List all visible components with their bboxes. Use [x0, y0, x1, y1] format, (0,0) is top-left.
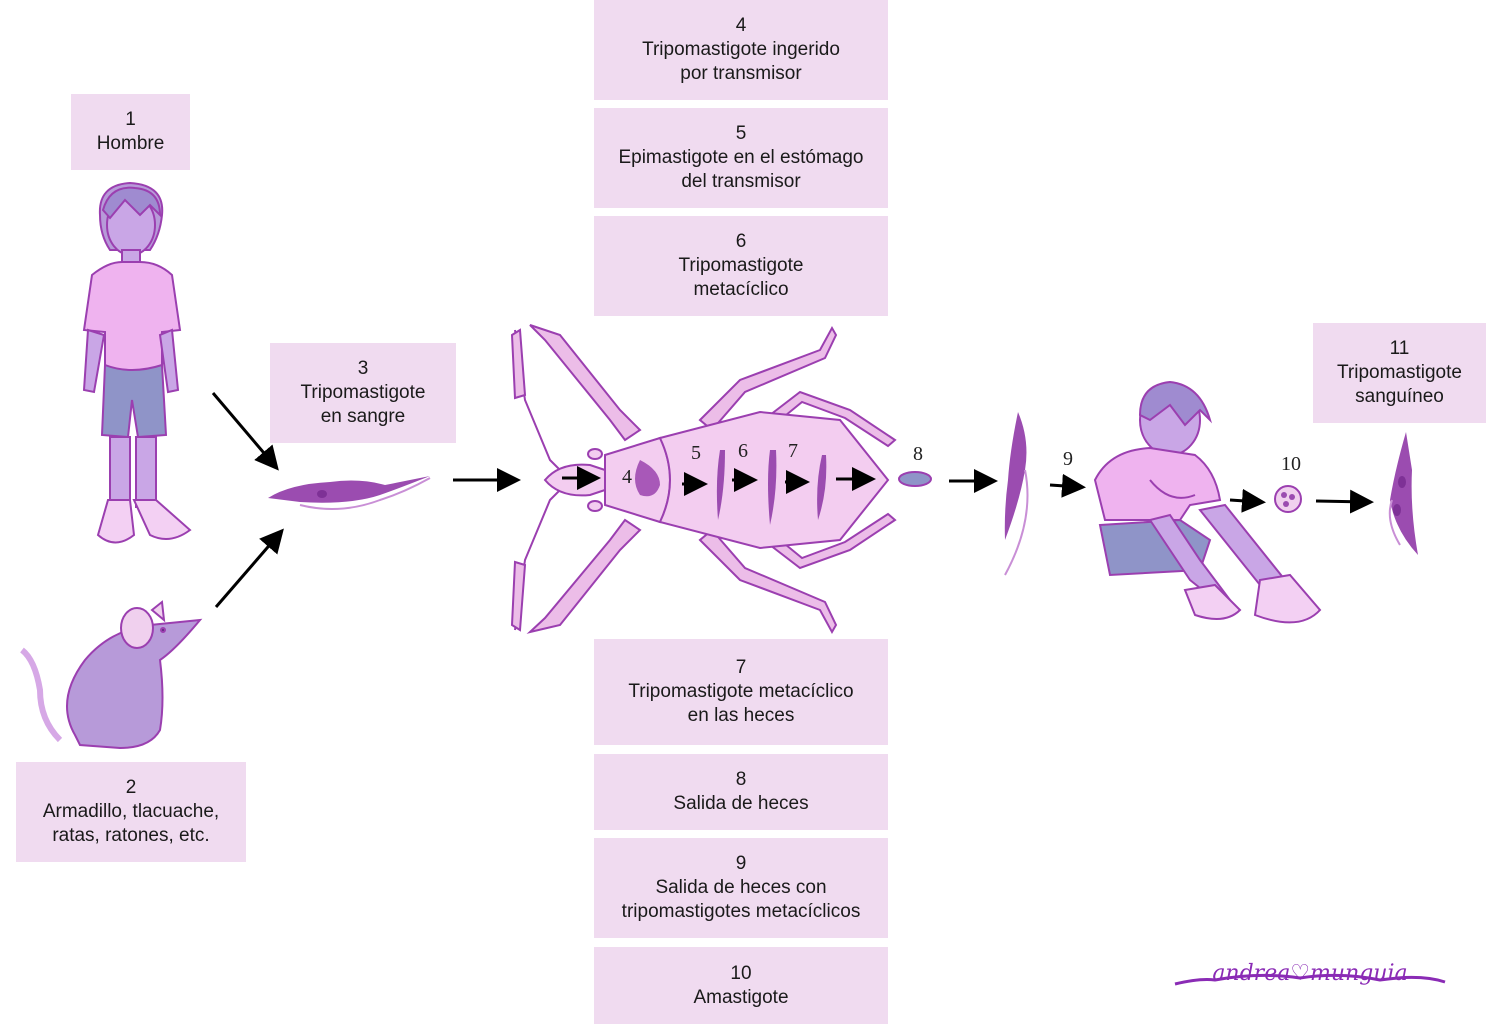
label-2-reservorios: 2 Armadillo, tlacuache, ratas, ratones, … — [16, 762, 246, 862]
label-text: Tripomastigote — [678, 255, 804, 276]
mouse-illustration — [20, 600, 203, 750]
label-number: 6 — [735, 231, 747, 252]
label-text: Amastigote — [693, 986, 789, 1008]
label-text: tripomastigotes metacíclicos — [621, 901, 861, 922]
label-text: Tripomastigote metacíclico — [628, 681, 854, 702]
stage-marker-6: 6 — [738, 440, 748, 462]
label-number: 5 — [735, 123, 747, 144]
arrow-9-to-boy — [1049, 473, 1086, 498]
label-text: en sangre — [320, 406, 406, 427]
arrow-2-to-3 — [214, 528, 284, 608]
trypomastigote-11-illustration — [1388, 432, 1418, 555]
label-text: ratas, ratones, etc. — [52, 825, 210, 846]
label-text: del transmisor — [681, 171, 801, 192]
amastigote-illustration — [1274, 485, 1302, 513]
label-7-metaciclico-heces: 7 Tripomastigote metacíclico en las hece… — [594, 639, 888, 745]
stage-marker-9: 9 — [1063, 448, 1073, 470]
label-5-epimastigote: 5 Epimastigote en el estómago del transm… — [594, 108, 888, 208]
arrow-10-to-11 — [1315, 489, 1374, 514]
label-number: 9 — [735, 853, 747, 874]
label-number: 11 — [1389, 338, 1410, 359]
label-text: Tripomastigote — [300, 382, 426, 403]
arrow-1-to-3 — [211, 392, 279, 471]
stage-marker-8: 8 — [913, 443, 923, 465]
trypomastigote-3-illustration — [268, 476, 431, 510]
arrow-boy-to-10 — [1229, 488, 1266, 513]
label-text: Tripomastigote — [1337, 362, 1462, 383]
feces-illustration — [898, 471, 932, 487]
label-text: por transmisor — [680, 63, 802, 84]
label-6-tripomastigote-metaciclico: 6 Tripomastigote metacíclico — [594, 216, 888, 316]
label-text: metacíclico — [693, 279, 789, 300]
stage-marker-10: 10 — [1281, 453, 1301, 475]
signature-text: andrea♡munguia — [1212, 961, 1407, 986]
stage-marker-7: 7 — [788, 440, 798, 462]
standing-man-illustration — [82, 181, 192, 544]
triatomine-bug-illustration — [510, 324, 897, 635]
label-11-tripomastigote-sanguineo: 11 Tripomastigote sanguíneo — [1313, 323, 1486, 423]
label-text: Epimastigote en el estómago — [618, 147, 864, 168]
stage-marker-4: 4 — [622, 466, 632, 488]
label-number: 10 — [730, 962, 752, 984]
label-text: Armadillo, tlacuache, — [42, 801, 220, 822]
label-number: 4 — [735, 15, 747, 36]
label-text: Salida de heces con — [655, 877, 827, 898]
label-text: Salida de heces — [673, 793, 809, 814]
label-text: sanguíneo — [1355, 386, 1444, 407]
label-number: 8 — [735, 769, 747, 790]
label-number: 7 — [735, 657, 747, 678]
signature: andrea♡munguia — [1174, 961, 1446, 986]
label-4-tripomastigote-ingerido: 4 Tripomastigote ingerido por transmisor — [594, 0, 888, 100]
label-8-salida-heces: 8 Salida de heces — [594, 754, 888, 830]
label-number: 3 — [357, 358, 369, 379]
stage-marker-5: 5 — [691, 442, 701, 464]
label-text: en las heces — [687, 705, 795, 726]
arrows — [211, 392, 1374, 608]
label-3-tripomastigote-sangre: 3 Tripomastigote en sangre — [270, 343, 456, 443]
sitting-boy-illustration — [1093, 380, 1322, 624]
label-number: 2 — [125, 777, 137, 798]
label-1-hombre: 1 Hombre — [71, 94, 190, 170]
label-10-amastigote: 10 Amastigote — [594, 947, 888, 1024]
label-text: Hombre — [96, 133, 165, 154]
label-text: Tripomastigote ingerido — [642, 39, 840, 60]
label-9-heces-tripomastigotes: 9 Salida de heces con tripomastigotes me… — [594, 838, 888, 938]
metacyclic-trypomastigote-illustration — [1004, 412, 1029, 576]
label-number: 1 — [125, 109, 136, 130]
